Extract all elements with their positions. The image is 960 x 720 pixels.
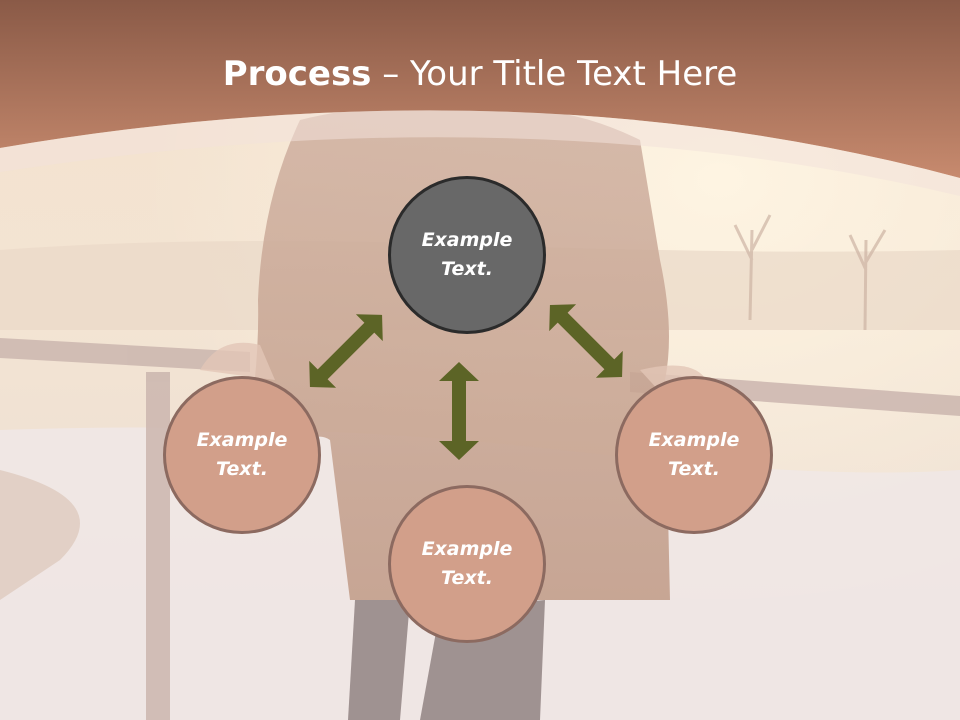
process-node-bottom[interactable]: Example Text.	[388, 485, 546, 643]
node-label: Example Text.	[196, 429, 288, 480]
title-rest: – Your Title Text Here	[371, 54, 738, 94]
node-label: Example Text.	[421, 229, 513, 280]
process-node-left[interactable]: Example Text.	[163, 376, 321, 534]
process-node-right[interactable]: Example Text.	[615, 376, 773, 534]
title-bold: Process	[222, 54, 372, 94]
node-label: Example Text.	[421, 538, 513, 589]
node-label: Example Text.	[648, 429, 740, 480]
process-node-top[interactable]: Example Text.	[388, 176, 546, 334]
slide-title: Process – Your Title Text Here	[0, 52, 960, 96]
